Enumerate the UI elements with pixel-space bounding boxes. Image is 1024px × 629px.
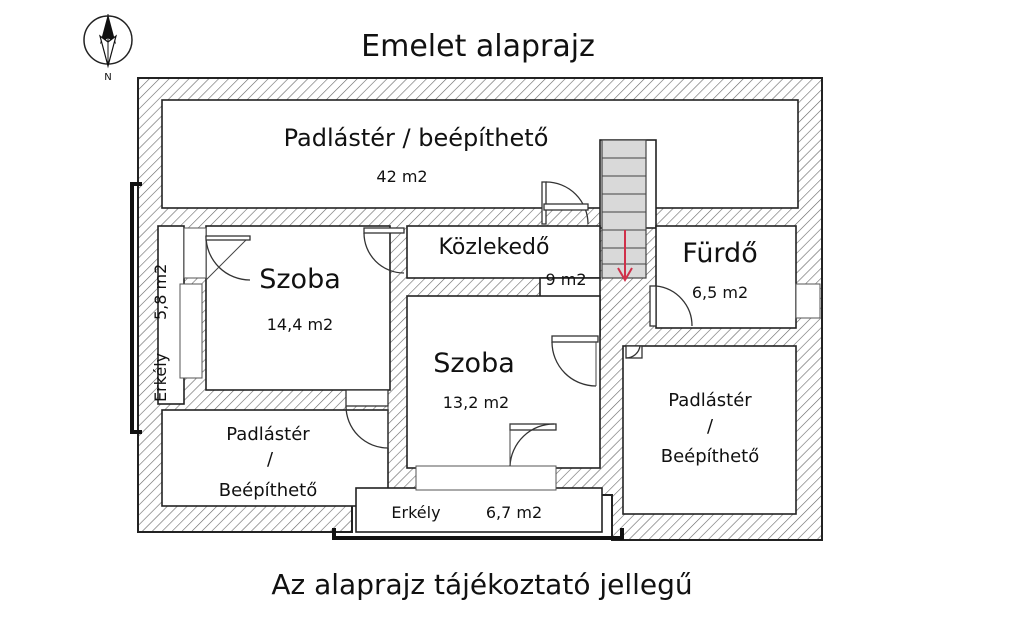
room-left — [205, 225, 391, 391]
door-attic-bottom-left — [345, 389, 389, 449]
room-bathroom — [655, 225, 797, 329]
label-balcony-bottom-area: 6,7 m2 — [486, 503, 542, 522]
label-attic-bottom-left-line1: Padlástér — [226, 424, 310, 445]
label-bathroom-name: Fürdő — [682, 238, 757, 269]
door-room-left — [205, 235, 251, 281]
label-corridor-area: 9 m2 — [545, 270, 586, 289]
window-left-lower — [179, 283, 203, 379]
balcony-left-railing — [130, 182, 142, 434]
door-bathroom — [649, 285, 693, 327]
room-corridor — [406, 225, 601, 279]
label-room-left-area: 14,4 m2 — [267, 315, 333, 334]
room-center — [406, 295, 601, 469]
label-attic-bottom-left-line2: / — [267, 449, 274, 470]
label-bathroom-area: 6,5 m2 — [692, 283, 748, 302]
label-room-center-name: Szoba — [433, 348, 515, 379]
stair-direction-arrow-icon — [617, 230, 633, 282]
door-attic-top — [541, 181, 589, 225]
window-bathroom — [795, 283, 821, 319]
north-label: N — [104, 72, 111, 83]
label-corridor-name: Közlekedő — [439, 235, 550, 260]
north-arrow-icon — [83, 14, 133, 69]
label-attic-right-line2: / — [707, 416, 714, 437]
door-attic-right — [625, 345, 643, 359]
door-corridor-left — [363, 227, 405, 274]
window-left-upper — [183, 227, 207, 279]
balcony-bottom-railing — [332, 528, 624, 540]
label-attic-right-line1: Padlástér — [668, 390, 752, 411]
label-attic-right-line3: Beépíthető — [661, 446, 760, 467]
label-attic-bottom-left-line3: Beépíthető — [219, 480, 318, 501]
room-attic-top — [161, 99, 799, 209]
footer-disclaimer: Az alaprajz tájékoztató jellegű — [271, 568, 692, 601]
room-attic-right — [622, 345, 797, 515]
door-balcony-bottom — [509, 423, 557, 467]
plan-title: Emelet alaprajz — [361, 29, 595, 64]
door-room-center — [551, 335, 599, 387]
balcony-bottom-floor — [355, 487, 603, 533]
label-balcony-left-area: 5,8 m2 — [151, 264, 170, 320]
label-attic-top-name: Padlástér / beépíthető — [284, 124, 549, 152]
label-attic-top-area: 42 m2 — [376, 167, 427, 186]
window-bottom — [415, 465, 557, 491]
label-room-center-area: 13,2 m2 — [443, 393, 509, 412]
label-balcony-left-name: Erkély — [151, 353, 170, 402]
label-room-left-name: Szoba — [259, 264, 341, 295]
label-balcony-bottom-name: Erkély — [391, 503, 440, 522]
